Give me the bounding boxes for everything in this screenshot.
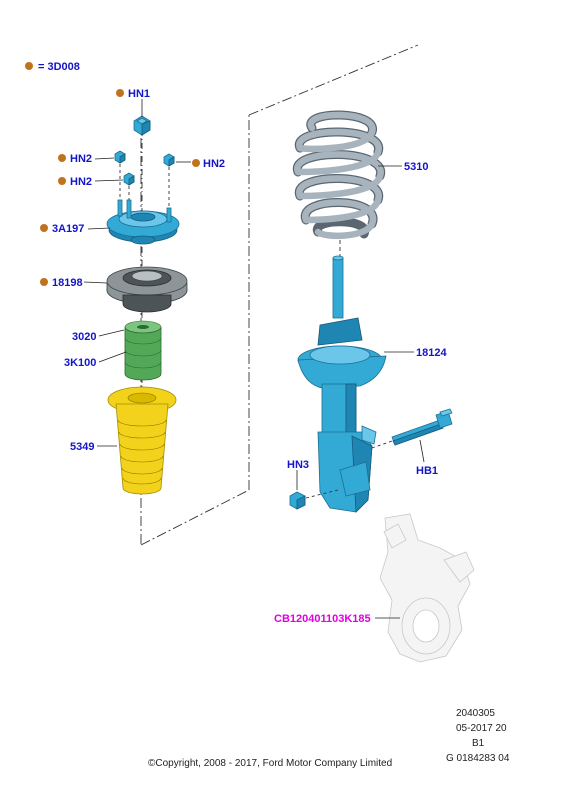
coil-spring xyxy=(293,110,385,239)
label-3k100: 3K100 xyxy=(64,357,96,369)
leaders xyxy=(83,99,425,619)
footer-line1: 2040305 xyxy=(456,708,495,719)
hn1-nut xyxy=(133,115,151,136)
hn2-left-nut xyxy=(114,150,126,164)
footer-copyright: ©Copyright, 2008 - 2017, Ford Motor Comp… xyxy=(148,758,392,769)
hn3-nut xyxy=(289,491,306,510)
knuckle-ghost xyxy=(379,513,475,663)
hb1-bolt xyxy=(391,408,453,446)
label-5349: 5349 xyxy=(70,441,94,453)
label-knuckle-ref[interactable]: CB120401103K185 xyxy=(274,613,371,625)
spring-isolator xyxy=(106,266,188,313)
label-hn1: HN1 xyxy=(128,88,150,100)
label-5310: 5310 xyxy=(404,161,428,173)
hn2-right-nut xyxy=(163,153,175,167)
bump-stop xyxy=(124,320,162,381)
footer-line3: B1 xyxy=(472,738,485,749)
strut-assembly xyxy=(297,255,387,513)
hb1-axis xyxy=(371,440,393,449)
footer-line2: 05-2017 20 xyxy=(456,723,507,734)
label-18198: 18198 xyxy=(52,277,83,289)
label-hn2-left: HN2 xyxy=(70,153,92,165)
label-3a197: 3A197 xyxy=(52,223,84,235)
footer-line4: G 0184283 04 xyxy=(446,753,510,764)
label-hn2-lower: HN2 xyxy=(70,176,92,188)
label-3020: 3020 xyxy=(72,331,96,343)
dust-boot xyxy=(107,386,177,495)
label-hn2-right: HN2 xyxy=(203,158,225,170)
label-18124: 18124 xyxy=(416,347,447,359)
top-mount xyxy=(106,199,180,245)
legend-text: = 3D008 xyxy=(38,61,80,73)
label-hb1: HB1 xyxy=(416,465,438,477)
legend-dot xyxy=(25,62,33,70)
hn2-lower-nut xyxy=(123,172,135,186)
label-hn3: HN3 xyxy=(287,459,309,471)
marker-dots xyxy=(40,89,200,286)
